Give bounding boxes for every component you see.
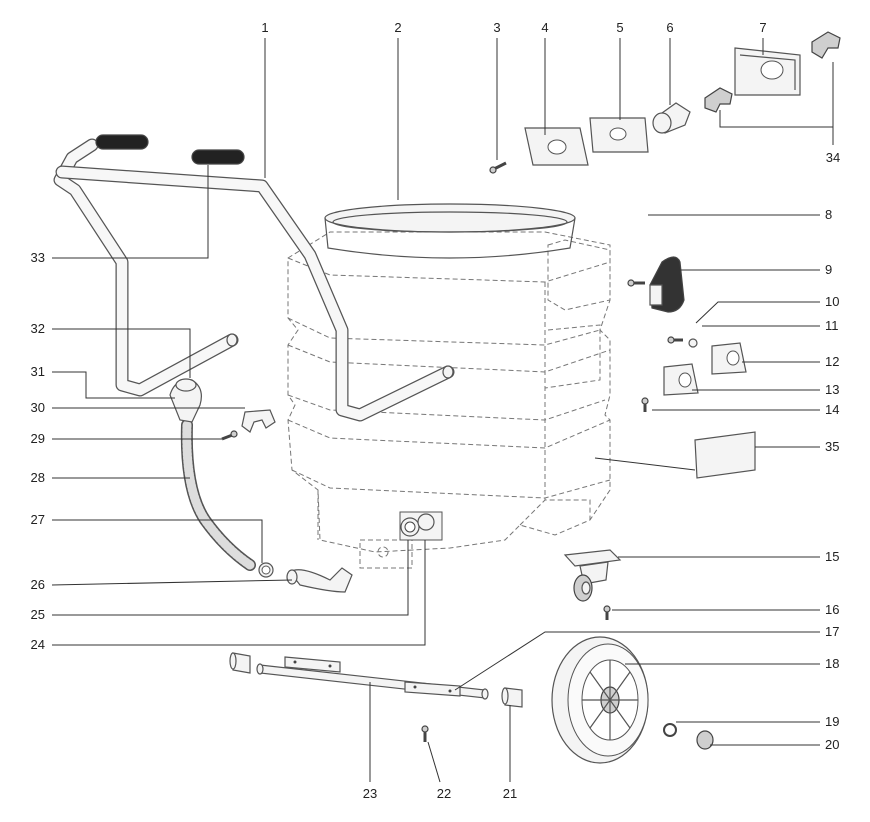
leader-lines	[51, 38, 834, 783]
callout-33: 33	[31, 250, 45, 265]
callout-8: 8	[825, 207, 832, 222]
caster-15	[563, 549, 622, 602]
drain-valve	[399, 511, 443, 541]
hubcap-20	[696, 730, 714, 750]
label-35	[694, 431, 756, 479]
plate-5	[589, 117, 649, 153]
screw-29	[221, 430, 238, 441]
callout-20: 20	[825, 737, 839, 752]
axle-23	[256, 656, 489, 700]
callout-25: 25	[31, 607, 45, 622]
housing-7	[734, 47, 801, 96]
bushing-6	[652, 102, 691, 134]
bracket-13	[663, 363, 699, 396]
screw-16	[603, 605, 611, 620]
screw-14	[641, 397, 649, 412]
bushing-left	[229, 652, 251, 674]
handle-grip-left	[95, 134, 149, 150]
callout-15: 15	[825, 549, 839, 564]
hose-clip	[241, 409, 276, 433]
callout-23: 23	[363, 786, 377, 801]
screw-22	[421, 725, 429, 742]
bushing-21	[501, 687, 523, 708]
callout-1: 1	[261, 20, 268, 35]
callout-32: 32	[31, 321, 45, 336]
circlip-19	[663, 723, 677, 737]
screw-3	[489, 161, 507, 174]
callout-22: 22	[437, 786, 451, 801]
push-handle	[53, 138, 455, 422]
callout-5: 5	[616, 20, 623, 35]
callout-26: 26	[31, 577, 45, 592]
callout-28: 28	[31, 470, 45, 485]
callout-24: 24	[31, 637, 45, 652]
drain-elbow	[289, 567, 353, 593]
bracket-12	[711, 342, 747, 375]
tank-body	[287, 203, 611, 569]
callout-18: 18	[825, 656, 839, 671]
callout-7: 7	[759, 20, 766, 35]
callout-11: 11	[825, 318, 839, 333]
callout-29: 29	[31, 431, 45, 446]
callout-12: 12	[825, 354, 839, 369]
callout-3: 3	[493, 20, 500, 35]
callout-31: 31	[31, 364, 45, 379]
callout-14: 14	[825, 402, 839, 417]
handle-grip-right	[191, 149, 245, 165]
callout-35: 35	[825, 439, 839, 454]
latch-34a	[811, 31, 841, 59]
latch-34b	[704, 87, 733, 113]
callout-30: 30	[31, 400, 45, 415]
callout-4: 4	[541, 20, 548, 35]
callout-19: 19	[825, 714, 839, 729]
screw-10	[667, 336, 683, 344]
callout-27: 27	[31, 512, 45, 527]
screw-8	[627, 279, 645, 287]
lever-9	[649, 256, 685, 313]
callout-9: 9	[825, 262, 832, 277]
callout-21: 21	[503, 786, 517, 801]
washer-11	[688, 338, 698, 348]
callout-17: 17	[825, 624, 839, 639]
callout-6: 6	[666, 20, 673, 35]
gasket-4	[524, 127, 589, 166]
callout-2: 2	[394, 20, 401, 35]
wheel-18	[551, 636, 649, 764]
callout-13: 13	[825, 382, 839, 397]
callout-16: 16	[825, 602, 839, 617]
callout-labels: 1 2 3 4 5 6 7 8 9 10 11 12 13 14 15 16 1…	[31, 20, 841, 801]
callout-10: 10	[825, 294, 839, 309]
callout-34: 34	[826, 150, 840, 165]
